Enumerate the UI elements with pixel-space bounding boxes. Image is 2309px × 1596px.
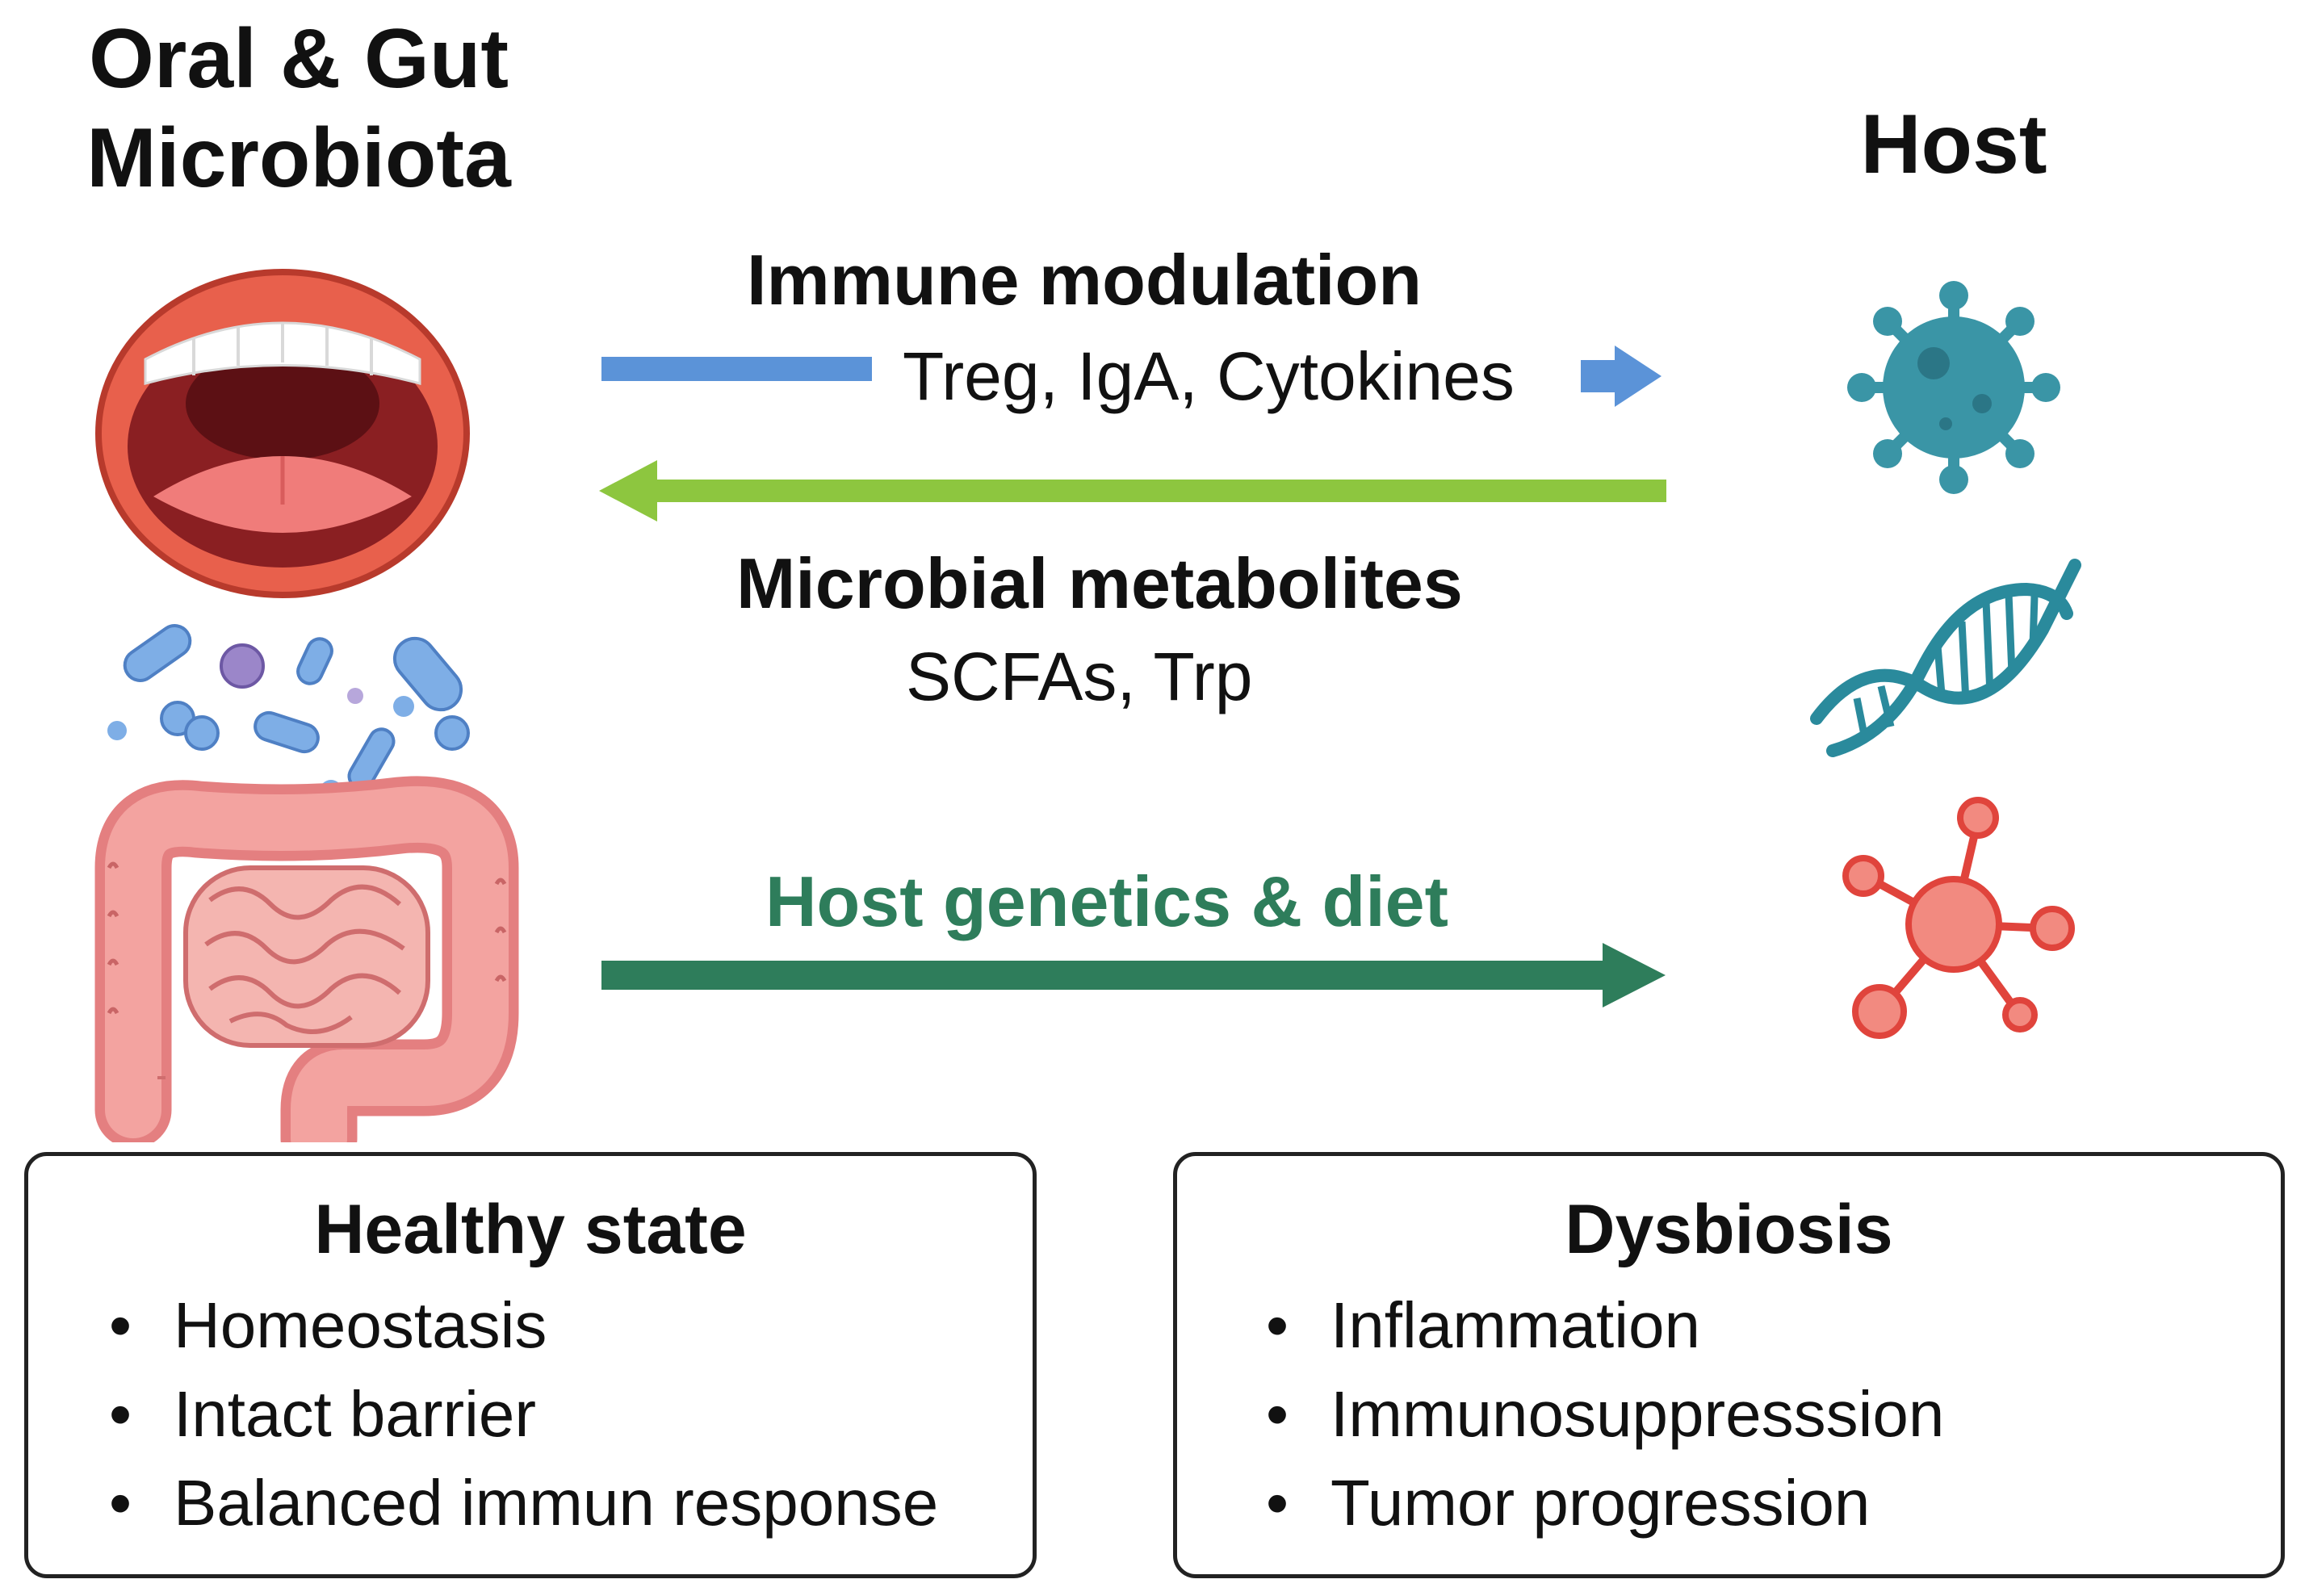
microbial-metabolites-label: Microbial metabolites <box>736 543 1463 623</box>
healthy-state-list: Homeostasis Intact barrier Balanced immu… <box>109 1281 1033 1548</box>
list-item: Inflammation <box>1266 1281 2281 1370</box>
dysbiosis-list: Inflammation Immunosuppresssion Tumor pr… <box>1266 1281 2281 1548</box>
list-item: Homeostasis <box>109 1281 1033 1370</box>
microbiota-title: Oral & Gut Microbiota <box>32 10 565 207</box>
immune-modulation-sub: Treg, IgA, Cytokines <box>903 338 1515 414</box>
dysbiosis-box: Dysbiosis Inflammation Immunosuppresssio… <box>1173 1152 2285 1578</box>
host-genetics-arrow <box>601 943 1666 1007</box>
metabolites-arrow <box>599 460 1666 522</box>
list-item: Immunosuppresssion <box>1266 1370 2281 1459</box>
immune-arrow-shaft <box>601 357 872 381</box>
immune-modulation-label: Immune modulation <box>747 240 1422 320</box>
list-item: Balanced immun response <box>109 1459 1033 1548</box>
virus-icon <box>1847 281 2060 494</box>
microbiota-title-line1: Oral & Gut <box>88 12 509 106</box>
healthy-state-box: Healthy state Homeostasis Intact barrier… <box>24 1152 1037 1578</box>
list-item: Tumor progression <box>1266 1459 2281 1548</box>
dysbiosis-title: Dysbiosis <box>1565 1191 1893 1268</box>
microbial-metabolites-sub: SCFAs, Trp <box>906 639 1253 714</box>
bacteria-cluster-icon <box>107 624 470 809</box>
dna-helix-icon <box>1810 559 2081 757</box>
host-genetics-label: Host genetics & diet <box>765 861 1448 941</box>
molecule-network-icon <box>1842 797 2075 1039</box>
intestine-icon <box>94 776 519 1142</box>
open-mouth-icon <box>95 269 470 598</box>
healthy-state-title: Healthy state <box>314 1191 747 1268</box>
host-title: Host <box>1860 98 2047 191</box>
immune-arrow-head <box>1581 346 1662 407</box>
microbiota-title-line2: Microbiota <box>86 111 511 205</box>
list-item: Intact barrier <box>109 1370 1033 1459</box>
